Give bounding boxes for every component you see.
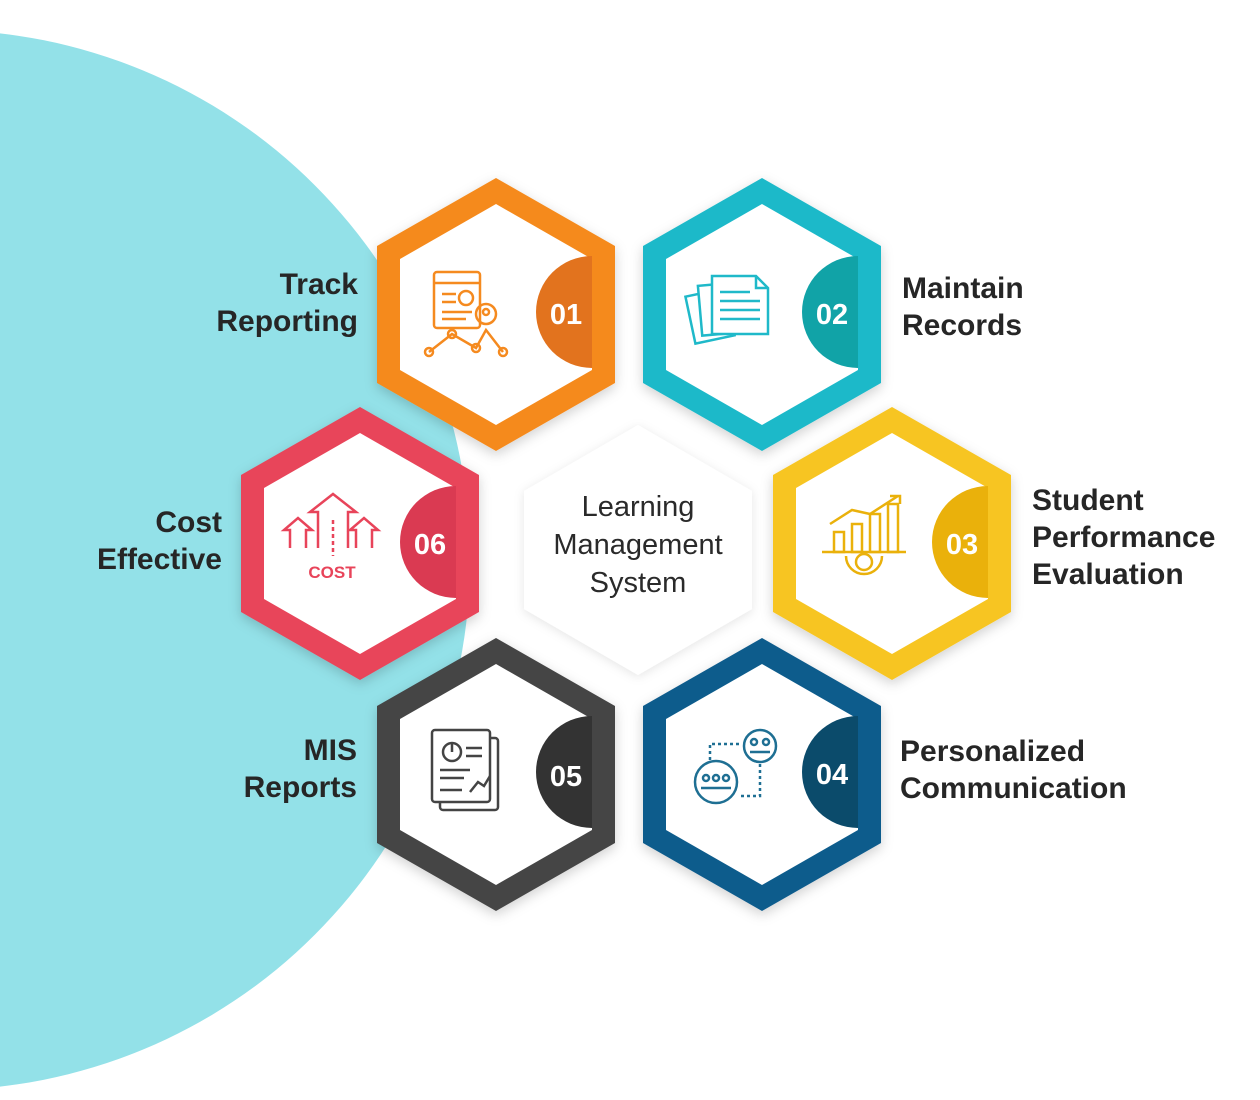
number-tab-05 — [536, 716, 592, 828]
number-06: 06 — [414, 529, 446, 561]
number-tab-01 — [536, 256, 592, 368]
hexagon-item-04: 04 — [643, 638, 881, 911]
label-05-line-2: Reports — [243, 771, 357, 804]
label-01-line-1: Track — [279, 268, 358, 301]
label-05: MIS Reports — [244, 732, 357, 806]
mis-report-icon — [430, 728, 500, 812]
label-03-line-2: Performance — [1032, 521, 1216, 554]
center-title-line-3: System — [589, 567, 687, 599]
hexagon-item-05: 05 — [377, 638, 615, 911]
documents-icon — [683, 274, 770, 346]
center-title: Learning Management System — [520, 488, 756, 602]
hexagon-item-01: 01 — [377, 178, 615, 451]
label-06-line-2: Effective — [96, 543, 222, 576]
label-05-line-1: MIS — [303, 734, 357, 767]
number-02: 02 — [816, 299, 848, 331]
number-tab-02 — [802, 256, 858, 368]
number-tab-03 — [932, 486, 988, 598]
number-tab-06 — [400, 486, 456, 598]
label-01: Track Reporting — [216, 266, 358, 340]
group-communication-icon — [693, 728, 778, 805]
label-06: Cost Effective — [97, 504, 222, 578]
hexagon-item-03: 03 — [773, 407, 1011, 680]
label-04-line-2: Communication — [900, 772, 1127, 805]
number-01: 01 — [550, 299, 582, 331]
center-title-line-1: Learning — [581, 491, 695, 523]
label-02: Maintain Records — [902, 270, 1024, 344]
label-03-line-1: Student — [1032, 484, 1144, 517]
cost-icon-text: COST — [308, 563, 356, 582]
label-02-line-1: Maintain — [902, 272, 1024, 305]
number-04: 04 — [816, 759, 848, 791]
hexagon-item-02: 02 — [643, 178, 881, 451]
number-05: 05 — [550, 761, 582, 793]
number-03: 03 — [946, 529, 978, 561]
label-01-line-2: Reporting — [216, 305, 358, 338]
label-02-line-2: Records — [902, 309, 1023, 342]
label-03: Student Performance Evaluation — [1032, 482, 1215, 593]
hexagon-item-06: COST 06 — [241, 407, 479, 680]
background-circle — [0, 33, 470, 1087]
cost-arrows-icon — [280, 492, 382, 556]
center-hexagon — [524, 425, 752, 675]
performance-chart-gear-icon — [822, 494, 906, 576]
label-04: Personalized Communication — [900, 733, 1127, 807]
label-04-line-1: Personalized — [900, 735, 1086, 768]
number-tab-04 — [802, 716, 858, 828]
label-03-line-3: Evaluation — [1032, 558, 1184, 591]
label-06-line-1: Cost — [155, 506, 222, 539]
center-title-line-2: Management — [553, 529, 723, 561]
report-analytics-icon — [423, 270, 509, 358]
